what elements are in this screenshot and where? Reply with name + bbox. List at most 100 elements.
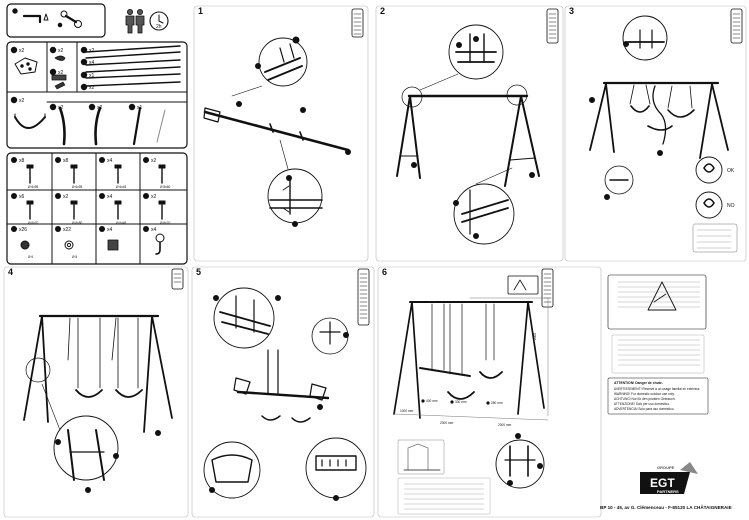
fastener-size: Ø 8 bbox=[72, 255, 77, 259]
end-cap-icon bbox=[107, 239, 119, 251]
no-label: NO bbox=[727, 203, 735, 209]
fastener-icons bbox=[20, 233, 165, 255]
svg-text:x2: x2 bbox=[89, 48, 95, 54]
step-1-parts-list bbox=[351, 8, 364, 38]
fastener-quantity: x4 bbox=[107, 227, 113, 233]
detail-zoom-circle bbox=[53, 415, 119, 481]
bolt-size: Ø 6x95 bbox=[72, 185, 83, 189]
step-2-panel: 2 bbox=[375, 5, 564, 262]
allen-key-icon bbox=[12, 8, 49, 24]
parts-panel: x2 x2 x2 x2 x4 x1 x2 x2 x2 x2 x1 bbox=[6, 41, 188, 149]
bolt-size: Ø 8x60 bbox=[160, 185, 171, 189]
svg-text:3: 3 bbox=[569, 6, 574, 16]
glider bbox=[419, 367, 471, 377]
bolt-quantity: x8 bbox=[19, 158, 25, 164]
svg-text:2000 mm: 2000 mm bbox=[498, 423, 512, 427]
multilingual-instructions bbox=[397, 477, 491, 515]
svg-text:x2: x2 bbox=[58, 105, 64, 111]
bolt-quantity: x2 bbox=[63, 194, 69, 200]
fastener-quantity: x4 bbox=[151, 227, 157, 233]
detail-zoom-circle bbox=[267, 168, 323, 224]
bolt-cells: x8 Ø 6x95 x8 Ø 6x95 x4 Ø 6x45 x2 Ø 8x60 x6Ø 6x70… bbox=[11, 157, 171, 225]
ground-surface-icon bbox=[397, 439, 445, 475]
top-rail bbox=[203, 110, 350, 152]
logo-name: EGT bbox=[650, 476, 675, 490]
bolt-cell: x6Ø 6x70 bbox=[11, 193, 39, 225]
svg-text:400 mm: 400 mm bbox=[426, 399, 438, 403]
warning-triangle-icon bbox=[647, 281, 677, 311]
egt-partners-logo: GROUPE EGT PARTNERS bbox=[640, 462, 698, 494]
step-1-number: 1 bbox=[198, 6, 203, 16]
tube-parts bbox=[85, 45, 181, 87]
swing-seat-part-icon bbox=[14, 116, 46, 129]
warning-line: ADVERTENCIA! Solo para uso doméstico. bbox=[614, 407, 674, 411]
svg-text:6: 6 bbox=[382, 267, 387, 277]
wrench-icon bbox=[57, 10, 82, 28]
svg-text:5: 5 bbox=[196, 267, 201, 277]
warning-title: ATTENTION! Danger de chute. bbox=[614, 381, 663, 385]
bracket-part-icon bbox=[51, 74, 67, 81]
clock-icon: 2h bbox=[149, 11, 169, 31]
svg-text:2000 mm: 2000 mm bbox=[440, 421, 454, 425]
height-dimension: 2000 bbox=[533, 333, 537, 340]
incorrect-hook-detail bbox=[695, 191, 723, 219]
assembly-time: 2h bbox=[156, 24, 162, 30]
swing-seat bbox=[667, 109, 695, 118]
fastener-quantity: x22 bbox=[63, 227, 71, 233]
svg-text:330 mm: 330 mm bbox=[455, 400, 467, 404]
bolt-size: Ø 6x95 bbox=[28, 185, 39, 189]
logo-group-text: GROUPE bbox=[657, 465, 675, 470]
handle-part-icon bbox=[54, 55, 66, 61]
warning-line: ATTENZIONE! Solo per uso domestico. bbox=[614, 402, 670, 406]
warning-line: WARNING! For domestic outdoor use only. bbox=[614, 392, 675, 396]
swing-seat bbox=[647, 125, 673, 131]
step-1-panel: 1 bbox=[193, 5, 369, 262]
correct-hook-detail bbox=[695, 156, 723, 184]
bolt-cell: x2 Ø 8x80 bbox=[55, 193, 83, 225]
bolt-size: Ø 6x45 bbox=[116, 185, 127, 189]
svg-text:x1: x1 bbox=[89, 73, 95, 79]
ground-anchor-detail bbox=[495, 439, 545, 489]
step-6-panel: 6 2000 1000 mm 2000 mm 2000 mm 400 mm 33… bbox=[377, 266, 602, 518]
bolt-size: Ø 6x45 bbox=[116, 221, 127, 225]
bolt-cell: x2Ø 8x70 bbox=[143, 193, 171, 225]
svg-text:x2: x2 bbox=[19, 98, 25, 104]
bolt-cell: x4 Ø 6x45 bbox=[99, 193, 127, 225]
step-5-panel: 5 bbox=[191, 266, 375, 518]
tools-panel bbox=[6, 3, 106, 38]
bolt-cell: x8 Ø 6x95 bbox=[55, 157, 83, 189]
svg-text:x2: x2 bbox=[58, 48, 64, 54]
hardware-bag-icon bbox=[14, 57, 38, 75]
svg-text:4: 4 bbox=[8, 267, 13, 277]
svg-text:x2: x2 bbox=[89, 85, 95, 91]
bolt-quantity: x8 bbox=[63, 158, 69, 164]
eye-hook-icon bbox=[155, 233, 165, 243]
step-4-panel: 4 bbox=[3, 266, 189, 518]
svg-text:1000 mm: 1000 mm bbox=[400, 409, 414, 413]
svg-text:x2: x2 bbox=[97, 105, 103, 111]
two-persons-icon bbox=[125, 8, 145, 34]
warning-line: ACHTUNG! Nur für den privaten Gebrauch. bbox=[614, 397, 676, 401]
safety-zone-icon bbox=[507, 275, 539, 295]
svg-text:x2: x2 bbox=[58, 70, 64, 76]
svg-text:x1: x1 bbox=[137, 105, 143, 111]
bolt-quantity: x2 bbox=[151, 158, 157, 164]
bolt-quantity: x4 bbox=[107, 158, 113, 164]
bolt-quantity: x2 bbox=[151, 194, 157, 200]
svg-text:280 mm: 280 mm bbox=[491, 401, 503, 405]
bolt-size: Ø 8x80 bbox=[72, 221, 83, 225]
step-3-panel: 3 OK NO bbox=[564, 5, 747, 262]
warning-line: AVERTISSEMENT! Réservé à un usage famili… bbox=[614, 387, 700, 391]
svg-text:x4: x4 bbox=[89, 60, 95, 66]
bolt-quantity: x4 bbox=[107, 194, 113, 200]
bolt-cell: x2 Ø 8x60 bbox=[143, 157, 171, 189]
company-address: BP 10 - 45, av G. Clémenceau - F-85120 L… bbox=[600, 504, 732, 510]
bolt-quantity: x6 bbox=[19, 194, 25, 200]
svg-text:x2: x2 bbox=[19, 48, 25, 54]
ok-label: OK bbox=[727, 168, 735, 174]
fastener-quantity: x26 bbox=[19, 227, 27, 233]
detail-zoom-circle bbox=[258, 37, 308, 87]
leg-part-icon bbox=[58, 106, 66, 146]
